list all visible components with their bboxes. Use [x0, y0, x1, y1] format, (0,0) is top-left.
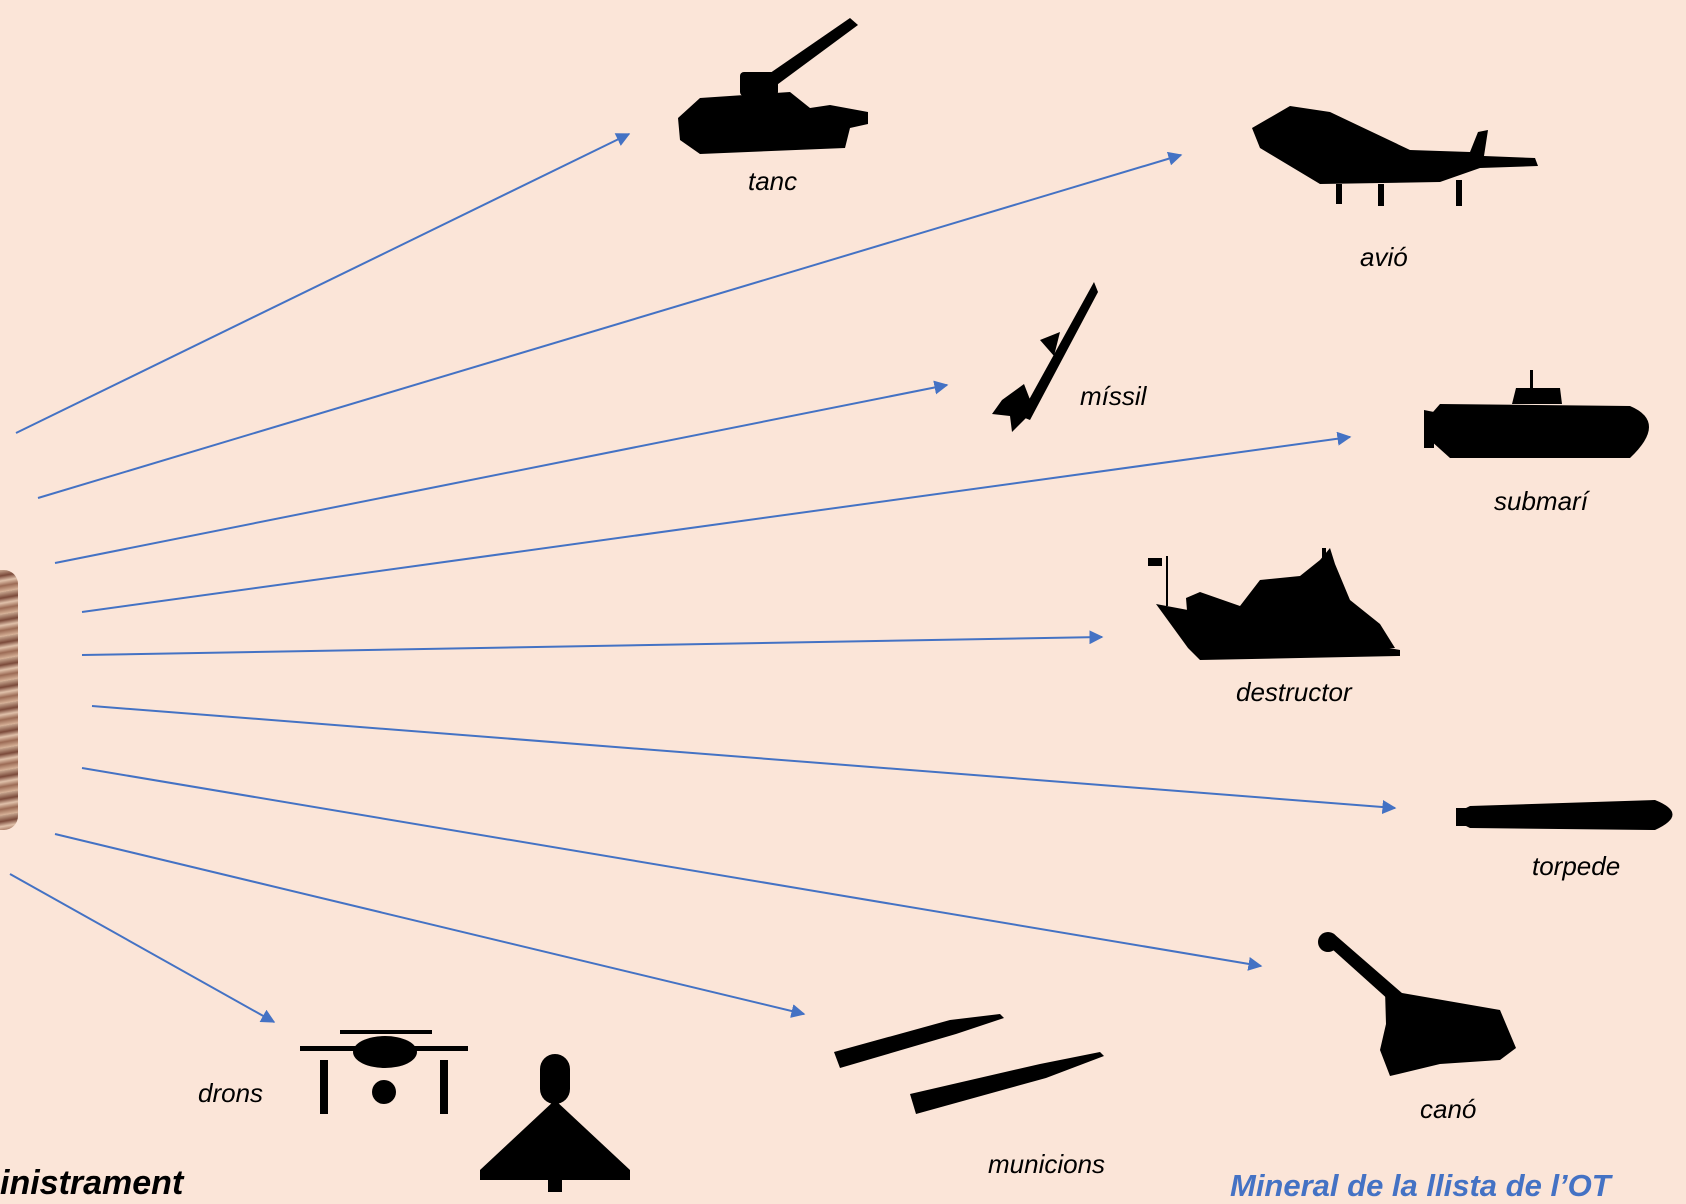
label-destructor: destructor: [1236, 677, 1352, 707]
label-missil: míssil: [1080, 381, 1147, 411]
jet-icon: [1252, 106, 1538, 206]
footer-left-text: inistrament: [0, 1164, 184, 1202]
torpedo-icon: [1456, 800, 1673, 830]
arrow-to-destructor: [81, 630, 1104, 656]
arrow-to-cano: [81, 767, 1263, 971]
arrow-to-missil: [54, 380, 949, 564]
arrow-to-submari: [81, 431, 1352, 613]
arrow-to-drons: [9, 873, 276, 1023]
arrow-to-avio: [37, 151, 1183, 499]
submarine-icon: [1424, 370, 1649, 458]
destroyer-icon: [1148, 548, 1400, 660]
drone-icon: [300, 1030, 468, 1114]
delta-drone-icon: [480, 1054, 630, 1192]
label-municions: municions: [988, 1149, 1106, 1179]
missile-icon: [992, 282, 1098, 432]
cannon-icon: [1318, 932, 1516, 1076]
footer-right-text: Mineral de la llista de l’OT: [1230, 1168, 1611, 1203]
arrow-to-tanc: [15, 133, 631, 434]
label-torpede: torpede: [1532, 851, 1621, 881]
label-submari: submarí: [1494, 486, 1588, 516]
arrow-to-municions: [54, 833, 806, 1018]
label-tanc: tanc: [748, 166, 798, 196]
mineral-image: [0, 570, 18, 830]
tank-icon: [678, 18, 868, 154]
label-cano: canó: [1420, 1094, 1477, 1124]
arrow-to-torpede: [91, 705, 1397, 814]
label-avio: avió: [1360, 242, 1408, 272]
ammunition-icon: [834, 1014, 1104, 1114]
arrows: [9, 133, 1397, 1023]
label-drons: drons: [198, 1078, 264, 1108]
